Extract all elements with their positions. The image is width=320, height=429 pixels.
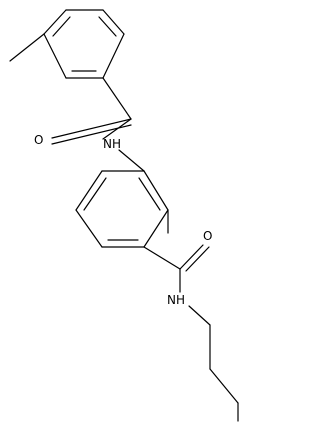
- bond-carbonyl2-co-b: [185, 246, 210, 272]
- molecule-structure-diagram: O NH O NH: [9, 9, 239, 422]
- bond-lines: [9, 9, 239, 422]
- bond-ring2-b: [75, 170, 103, 211]
- bond-ring1-inner-2: [98, 16, 117, 37]
- bond-ring1-inner-1: [52, 16, 71, 37]
- bond-ring2-to-carbonyl-2b: [143, 246, 181, 270]
- bond-ring-to-carbonyl-1: [102, 77, 132, 120]
- bond-ring1-a: [43, 9, 67, 35]
- bond-carbonyl1-n: [102, 118, 132, 140]
- bond-methyl: [9, 33, 45, 62]
- amide-oxygen-label-2: O: [203, 229, 212, 243]
- bond-butyl-3: [209, 368, 239, 404]
- bond-butyl-1: [188, 305, 211, 326]
- bond-ring1-d: [102, 33, 125, 79]
- bond-ring2-e: [143, 209, 169, 248]
- amide-nitrogen-label-1: NH: [103, 137, 121, 151]
- bond-ring2-f: [143, 170, 169, 211]
- bond-ring1-f: [43, 33, 67, 79]
- bond-carbonyl1-co-a: [51, 118, 132, 139]
- amide-nitrogen-label-2: NH: [167, 293, 185, 307]
- bond-ring2-c: [75, 209, 103, 248]
- bond-ring1-c: [102, 9, 125, 35]
- bond-carbonyl2-co-a: [179, 244, 204, 270]
- amide-oxygen-label-1: O: [34, 133, 43, 147]
- molecule-structure-canvas: O NH O NH: [9, 9, 239, 422]
- bond-ring2-inner-1: [83, 177, 107, 211]
- bond-ring2-inner-3: [138, 177, 161, 211]
- bond-n-to-ring2: [118, 149, 145, 172]
